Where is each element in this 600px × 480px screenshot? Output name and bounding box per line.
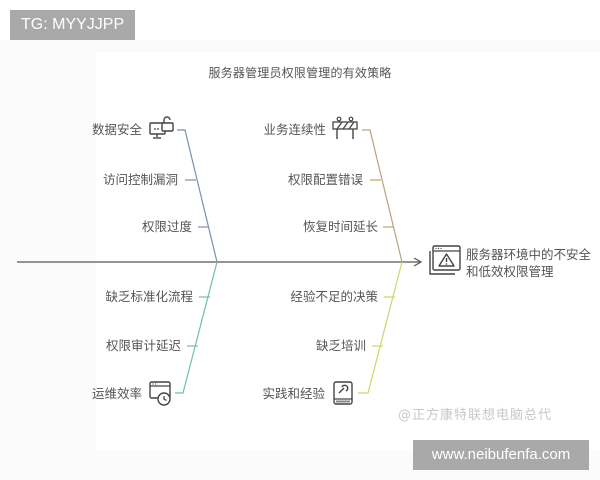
tg-badge: TG: MYYJJPP [10,10,135,40]
url-badge: www.neibufenfa.com [413,440,589,470]
cause-lack-of-training: 缺乏培训 [315,338,366,353]
monitor-lock-icon [149,116,174,139]
bone-bottom-left [175,261,218,394]
diagram-background [0,40,600,480]
cause-lack-of-standard-process: 缺乏标准化流程 [105,289,193,304]
bone-top-left [177,129,218,263]
book-tool-icon [333,381,353,405]
cause-business-continuity: 业务连续性 [263,122,326,137]
cause-excessive-privilege: 权限过度 [141,219,192,234]
effect-label: 服务器环境中的不安全 和低效权限管理 [466,246,596,280]
diagram-title: 服务器管理员权限管理的有效策略 [208,66,392,80]
spine-arrow-icon [413,257,423,267]
cause-permission-audit-delay: 权限审计延迟 [105,338,181,353]
bone-bottom-right [358,261,403,394]
effect-line-1: 服务器环境中的不安全 [466,247,592,262]
cause-access-control-vulnerability: 访问控制漏洞 [102,172,178,187]
diagram-canvas [96,52,600,450]
roadblock-icon [332,116,358,139]
cause-data-security: 数据安全 [91,122,142,137]
effect-line-2: 和低效权限管理 [466,264,554,279]
cause-operations-efficiency: 运维效率 [91,386,142,401]
cause-prolonged-recovery-time: 恢复时间延长 [302,219,378,234]
cause-inexperienced-decisions: 经验不足的决策 [290,289,378,304]
cause-permission-misconfiguration: 权限配置错误 [287,172,363,187]
window-clock-icon [149,381,171,406]
bone-top-right [362,129,403,263]
cause-practice-and-experience: 实践和经验 [262,386,325,401]
watermark: @正方康特联想电脑总代 [398,408,553,423]
browser-warning-icon [429,245,461,275]
